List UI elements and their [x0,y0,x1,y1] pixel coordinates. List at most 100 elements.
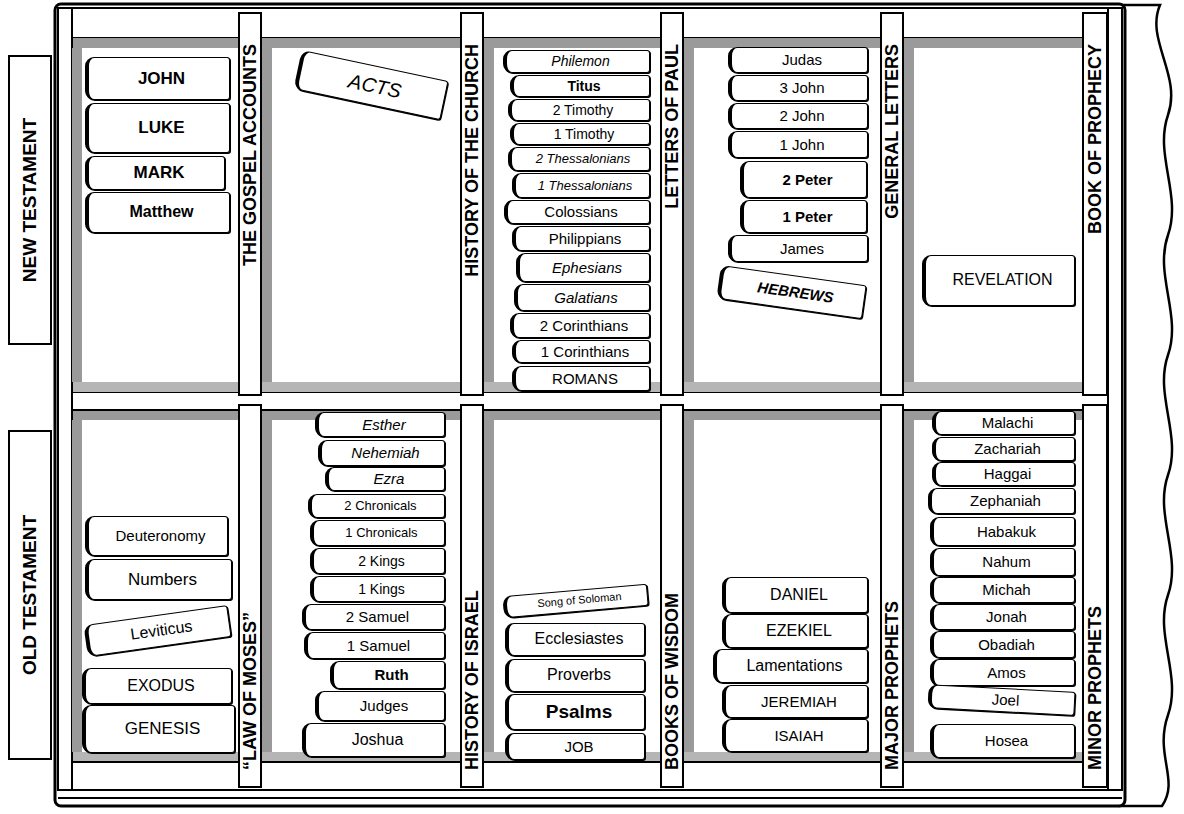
book-title: 2 Timothy [553,103,614,118]
book-spine: Ruth [330,661,445,689]
compartment-shade [904,420,914,752]
book-spine: JOB [505,733,645,760]
book-title: ISAIAH [774,728,823,744]
category-label: NEW TESTAMENT [20,118,40,282]
book-spine: 2 Peter [740,161,867,198]
category-label: OLD TESTAMENT [20,515,40,675]
book-title: 2 Thessalonians [536,152,631,166]
book-spine: EXODUS [82,668,232,704]
category-label: BOOKS OF WISDOM [663,593,682,770]
book-spine: Jonah [930,604,1075,630]
book-title: Jonah [986,609,1027,625]
top-shade [72,38,1082,48]
shelf-post-label: BOOK OF PROPHECY [1082,12,1108,396]
book-spine: 2 Corinthians [510,313,650,338]
book-spine: 2 Chronicals [308,494,445,518]
book-spine: EZEKIEL [722,614,868,648]
rotated-label: GENERAL LETTERS [882,14,902,394]
category-label: BOOK OF PROPHECY [1086,44,1105,234]
book-title: 1 Kings [358,582,405,597]
book-title: Joel [991,692,1019,709]
book-spine: 1 Timothy [510,123,650,145]
category-label: THE GOSPEL ACCOUNTS [241,44,260,266]
testament-label: NEW TESTAMENT [8,55,52,345]
book-title: Proverbs [547,667,611,684]
middle-shade [72,410,1082,420]
compartment-shade [262,48,272,382]
book-spine: Matthew [85,192,230,233]
book-title: GENESIS [125,720,201,738]
shelf-post-label: MINOR PROPHETS [1082,404,1108,788]
rotated-label: NEW TESTAMENT [10,57,50,343]
book-title: Deuteronomy [115,528,205,544]
book-title: 1 Corinthians [541,344,629,360]
book-spine: Zachariah [932,437,1075,461]
book-spine: Ecclesiastes [505,623,645,656]
book-title: Numbers [128,571,197,589]
book-title: EXODUS [127,678,195,695]
book-title: JOHN [138,70,185,88]
rotated-label: THE GOSPEL ACCOUNTS [240,14,260,394]
category-label: HISTORY OF THE CHURCH [463,44,482,277]
book-spine: Judges [315,691,445,721]
book-title: JEREMIAH [761,694,837,710]
compartment-shade [72,420,82,752]
book-title: DANIEL [770,587,828,604]
book-spine: 2 Thessalonians [508,147,650,171]
book-spine: MARK [85,156,225,190]
book-spine: 1 Peter [740,200,867,233]
book-spine: Nehemiah [318,440,445,466]
book-spine: Michah [930,577,1075,603]
shelf-post-label: HISTORY OF THE CHURCH [460,12,484,396]
book-spine: LUKE [85,103,230,153]
rotated-label: “LAW OF MOSES” [240,406,260,786]
book-spine: JEREMIAH [722,685,868,718]
book-spine: Deuteronomy [85,516,228,556]
bottom-rail [58,762,1122,790]
book-title: Haggai [984,466,1032,482]
outer-frame [55,4,1125,806]
category-label: MAJOR PROPHETS [883,601,902,770]
book-spine: Titus [510,75,650,97]
book-spine: 2 Timothy [508,99,650,121]
book-title: Michah [982,582,1030,598]
book-spine: 3 John [728,75,868,101]
book-title: Nahum [982,554,1030,570]
book-title: 1 Peter [782,209,832,225]
book-title: ACTS [347,70,404,102]
rotated-label: BOOKS OF WISDOM [662,406,682,786]
category-label: GENERAL LETTERS [883,44,902,219]
book-title: Esther [362,417,405,433]
rotated-label: HISTORY OF THE CHURCH [462,14,482,394]
book-spine: James [728,235,868,262]
book-spine: Ezra [325,467,445,491]
book-title: Zephaniah [970,493,1041,509]
book-title: Philippians [549,231,622,247]
compartment-shade [484,48,494,382]
book-spine: GENESIS [82,705,235,753]
compartment-shade [262,420,272,752]
book-spine: Joshua [302,723,445,757]
shelf-post-label: “LAW OF MOSES” [238,404,262,788]
book-title: Ecclesiastes [535,631,624,648]
middle-shelf [58,392,1122,410]
book-title: Matthew [130,204,194,221]
rotated-label: MINOR PROPHETS [1084,406,1106,786]
shelf-post-label: THE GOSPEL ACCOUNTS [238,12,262,396]
book-spine: Amos [930,659,1075,686]
book-title: James [780,241,824,257]
book-title: 2 John [779,108,824,124]
book-spine: JOHN [85,57,230,100]
book-title: Leviticus [129,618,193,643]
book-spine: Zephaniah [928,488,1075,514]
book-title: 1 Chronicals [345,526,417,540]
book-title: Joshua [352,732,404,749]
book-title: 2 Samuel [346,609,409,625]
book-title: MARK [134,164,185,182]
shelf-post-label: MAJOR PROPHETS [880,404,904,788]
book-spine: 2 Samuel [302,604,445,630]
book-title: Lamentations [746,658,842,675]
book-title: Obadiah [978,637,1035,653]
rotated-label: LETTERS OF PAUL [662,14,682,394]
